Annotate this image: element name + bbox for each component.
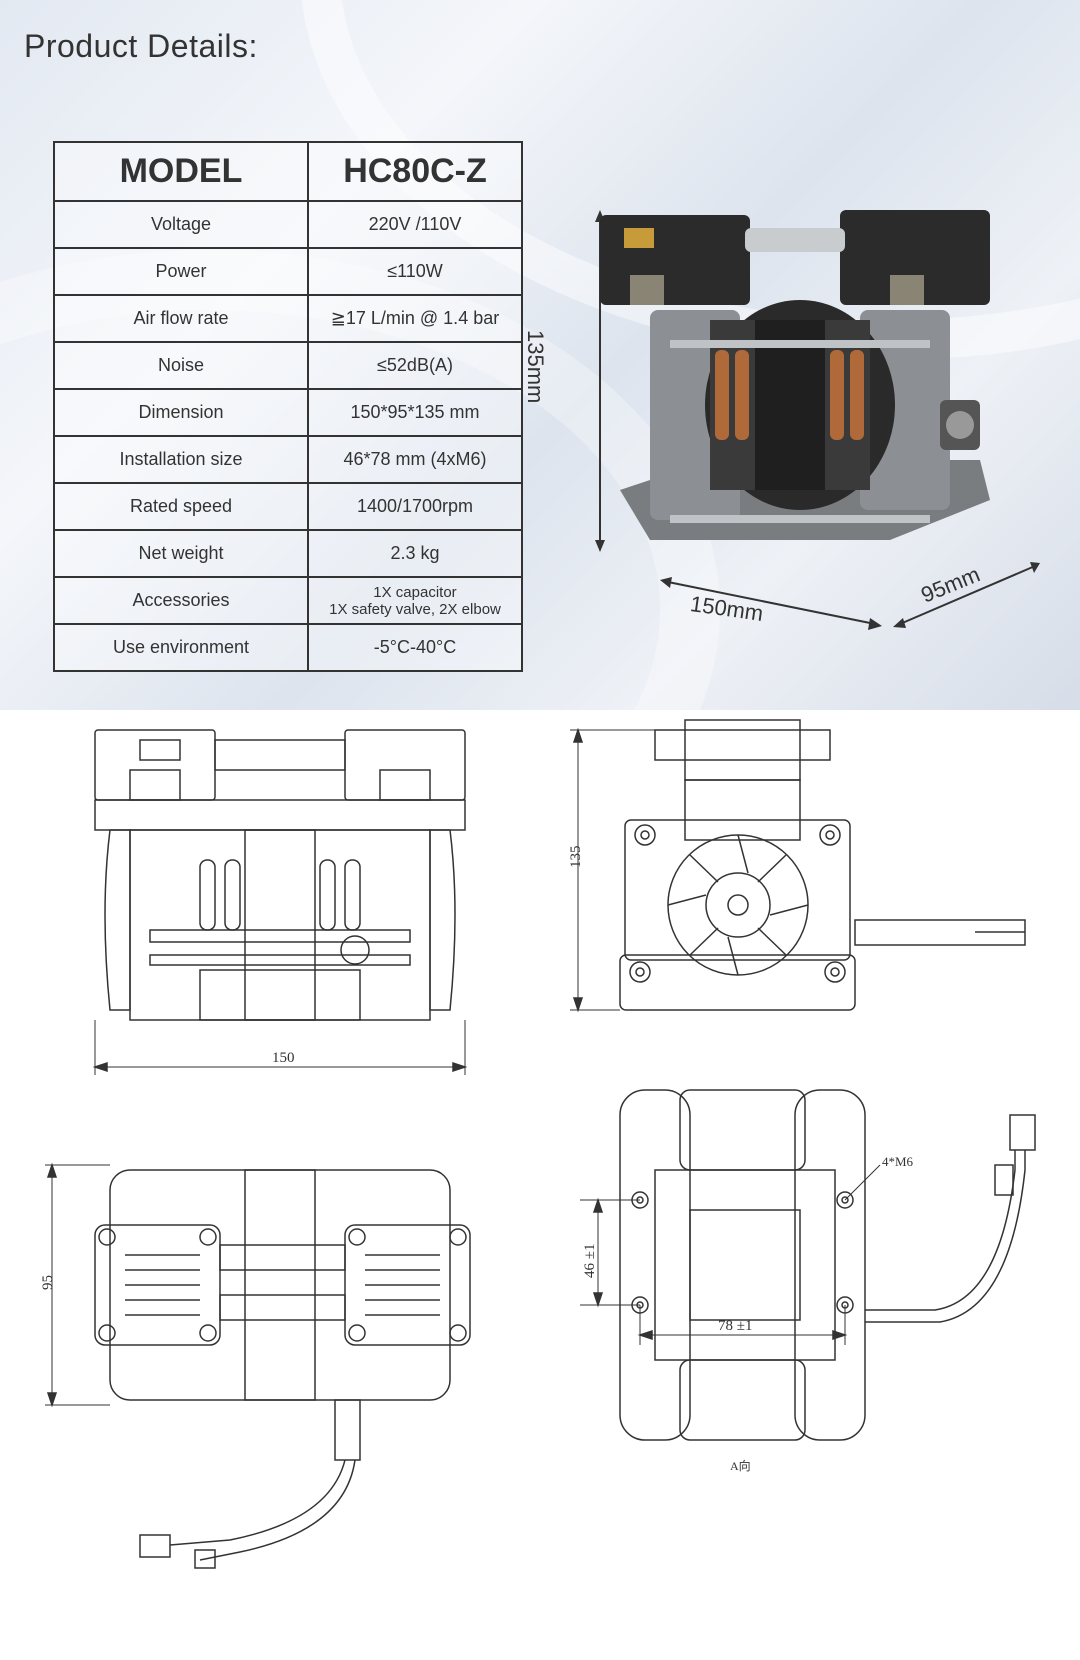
row-value: 150*95*135 mm <box>307 388 523 437</box>
bottom-caption: A向 <box>730 1458 751 1473</box>
row-value: ≤52dB(A) <box>307 341 523 390</box>
table-row: Installation size 46*78 mm (4xM6) <box>53 435 523 484</box>
row-key: Dimension <box>53 388 309 437</box>
table-row: Dimension 150*95*135 mm <box>53 388 523 437</box>
table-row: Noise ≤52dB(A) <box>53 341 523 390</box>
table-row: Power ≤110W <box>53 247 523 296</box>
row-value: 46*78 mm (4xM6) <box>307 435 523 484</box>
row-key: Power <box>53 247 309 296</box>
row-key: Voltage <box>53 200 309 249</box>
table-row: Accessories 1X capacitor 1X safety valve… <box>53 576 523 625</box>
row-key: Use environment <box>53 623 309 672</box>
spec-table: MODEL HC80C-Z Voltage 220V /110V Power ≤… <box>53 141 523 672</box>
row-value: ≤110W <box>307 247 523 296</box>
top-section: Product Details: MODEL HC80C-Z Voltage 2… <box>0 0 1080 710</box>
accessories-line-2: 1X safety valve, 2X elbow <box>329 600 501 618</box>
row-value: -5°C-40°C <box>307 623 523 672</box>
row-value: 220V /110V <box>307 200 523 249</box>
accessories-line-1: 1X capacitor <box>373 583 457 601</box>
bottom-holes-label: 4*M6 <box>882 1154 914 1169</box>
row-key: Noise <box>53 341 309 390</box>
bottom-view-drawing <box>619 1089 1036 1441</box>
header-value: HC80C-Z <box>307 141 523 202</box>
row-value: 2.3 kg <box>307 529 523 578</box>
table-row: Use environment -5°C-40°C <box>53 623 523 672</box>
product-photo <box>595 210 1040 630</box>
row-key: Rated speed <box>53 482 309 531</box>
table-row: Voltage 220V /110V <box>53 200 523 249</box>
bottom-spacing-v-label: 46 ±1 <box>582 1244 598 1278</box>
header-key: MODEL <box>53 141 309 202</box>
table-row: Rated speed 1400/1700rpm <box>53 482 523 531</box>
row-key: Net weight <box>53 529 309 578</box>
row-value: 1X capacitor 1X safety valve, 2X elbow <box>307 576 523 625</box>
side-height-label: 135 <box>568 846 584 869</box>
row-key: Accessories <box>53 576 309 625</box>
side-view-drawing <box>619 719 1026 1011</box>
row-value: ≧17 L/min @ 1.4 bar <box>307 294 523 343</box>
technical-drawings: 150 135 95 46 ±1 78 ±1 4*M6 A向 <box>40 719 1036 1569</box>
page-title: Product Details: <box>24 28 258 64</box>
row-key: Installation size <box>53 435 309 484</box>
top-view-drawing <box>94 1169 471 1569</box>
front-view-drawing <box>94 729 466 1021</box>
spec-table-header: MODEL HC80C-Z <box>53 141 523 202</box>
front-width-label: 150 <box>272 1050 295 1066</box>
table-row: Net weight 2.3 kg <box>53 529 523 578</box>
bottom-spacing-h-label: 78 ±1 <box>718 1318 752 1334</box>
table-row: Air flow rate ≧17 L/min @ 1.4 bar <box>53 294 523 343</box>
row-value: 1400/1700rpm <box>307 482 523 531</box>
photo-height-label: 135mm <box>523 330 548 404</box>
row-key: Air flow rate <box>53 294 309 343</box>
top-depth-label: 95 <box>40 1275 56 1290</box>
